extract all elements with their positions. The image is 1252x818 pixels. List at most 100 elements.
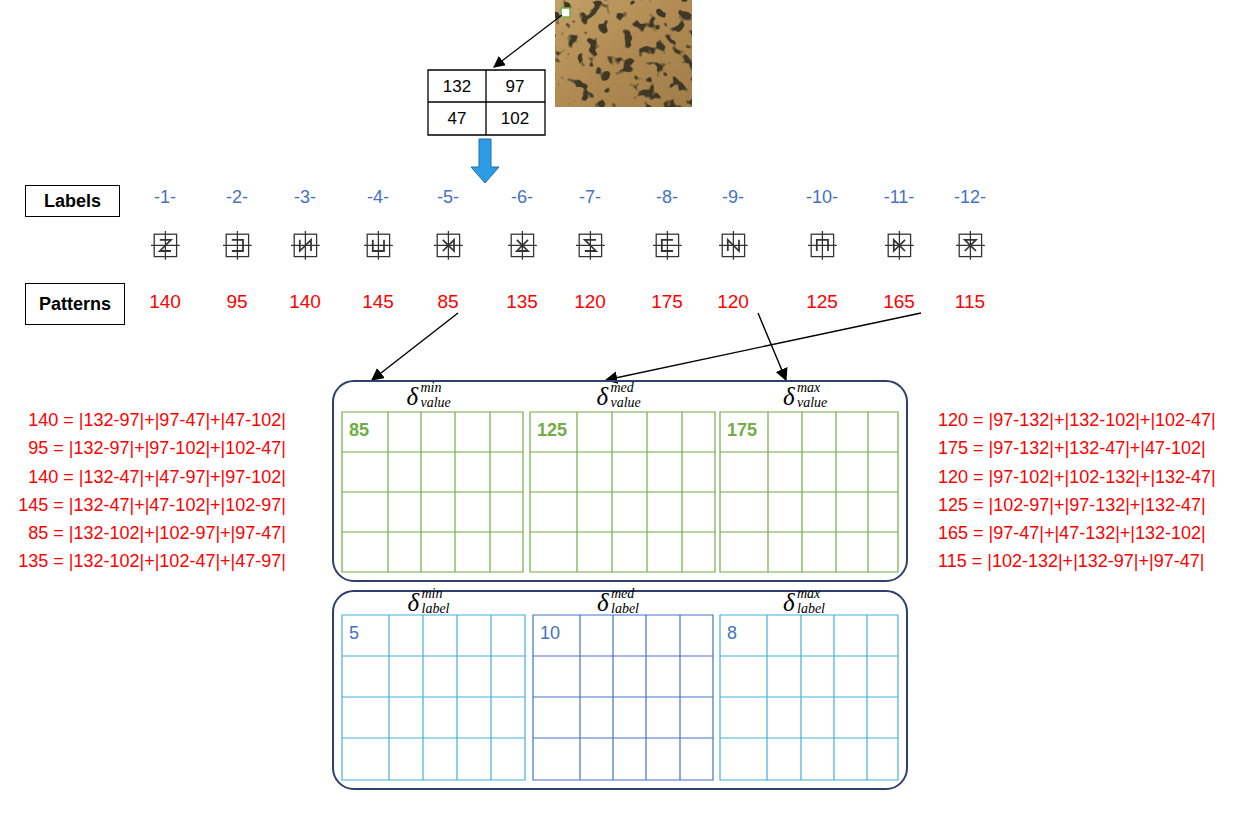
map-grid: δminvalue 85	[342, 384, 523, 572]
pattern-icon	[223, 231, 252, 260]
leader-arrow	[494, 15, 562, 67]
equation: 85 = |132-102|+|102-97|+|97-47|	[28, 524, 286, 542]
cell-value: 175	[727, 421, 757, 439]
equation: 135 = |132-102|+|102-47|+|47-97|	[18, 552, 286, 570]
pixel-window	[561, 8, 570, 17]
equation: 145 = |132-47|+|47-102|+|102-97|	[18, 496, 286, 514]
delta-symbol: δ	[783, 384, 795, 409]
pattern-label: -9-	[722, 188, 744, 206]
label-grid	[720, 615, 898, 780]
equation: 125 = |102-97|+|97-132|+|132-47|	[938, 496, 1206, 514]
pattern-value: 145	[362, 292, 394, 311]
pattern-value: 175	[651, 292, 683, 311]
table-cell: 47	[448, 110, 467, 127]
group-panel: δminvalue85δmedvalue125δmaxvalue175	[332, 380, 908, 582]
cell-value: 8	[727, 624, 737, 642]
pattern-value: 120	[574, 292, 606, 311]
pattern-icon	[291, 231, 320, 260]
leader-arrow	[758, 313, 786, 380]
pattern-value: 85	[437, 292, 458, 311]
equation: 165 = |97-47|+|47-132|+|132-102|	[938, 524, 1206, 542]
superscript: max	[797, 587, 820, 601]
subscript: value	[797, 396, 827, 410]
cell-value: 85	[349, 421, 369, 439]
equation: 175 = |97-132|+|132-47|+|47-102|	[938, 439, 1206, 457]
map-grid: δmaxlabel8	[720, 592, 898, 780]
map-grid: δmedlabel10	[533, 592, 713, 780]
pattern-value: 120	[717, 292, 749, 311]
pattern-icons	[151, 231, 985, 260]
title-box: Labels	[25, 185, 120, 217]
texture-speckles	[555, 0, 692, 107]
flow-arrow	[471, 139, 499, 183]
cell-value: 125	[537, 421, 567, 439]
map-grid: δminlabel5	[342, 592, 525, 780]
pattern-label: -5-	[437, 188, 459, 206]
table-cell: 97	[506, 78, 525, 95]
label-grids	[342, 615, 898, 780]
equation: 140 = |132-47|+|47-97|+|97-102|	[28, 468, 286, 486]
cell-value: 5	[349, 624, 359, 642]
map-grid: δmaxvalue 175	[720, 384, 898, 572]
subscript: label	[422, 602, 450, 616]
equation: 120 = |97-132|+|132-102|+|102-47|	[938, 411, 1216, 429]
pattern-icon	[885, 231, 914, 260]
superscript: med	[611, 587, 634, 601]
pattern-icon	[151, 231, 180, 260]
pattern-label: -2-	[226, 188, 248, 206]
group-panel: δminlabel5δmedlabel10δmaxlabel8	[332, 590, 908, 790]
superscript: max	[797, 381, 820, 395]
value-grid	[720, 412, 898, 572]
delta-symbol: δ	[597, 590, 609, 615]
label-grid	[342, 615, 525, 780]
pattern-value: 95	[226, 292, 247, 311]
value-grids	[342, 412, 898, 572]
pattern-icon	[434, 231, 463, 260]
pattern-icon	[508, 231, 537, 260]
subscript: value	[611, 396, 641, 410]
value-grid	[342, 412, 523, 572]
pattern-icon	[719, 231, 748, 260]
subscript: value	[421, 396, 451, 410]
pattern-value: 140	[149, 292, 181, 311]
box-title: Labels	[44, 192, 101, 210]
pattern-label: -7-	[579, 188, 601, 206]
label-grid	[533, 615, 713, 780]
equation: 140 = |132-97|+|97-47|+|47-102|	[28, 411, 286, 429]
pattern-icon	[808, 231, 837, 260]
subscript: label	[797, 602, 825, 616]
pattern-label: -4-	[367, 188, 389, 206]
pattern-icon	[576, 231, 605, 260]
delta-symbol: δ	[783, 590, 795, 615]
pattern-label: -10-	[806, 188, 838, 206]
pattern-label: -1-	[154, 188, 176, 206]
title-box: Patterns	[25, 283, 125, 325]
pattern-value: 140	[289, 292, 321, 311]
subscript: label	[611, 602, 639, 616]
superscript: med	[611, 381, 634, 395]
map-grid: δmedvalue 125	[530, 384, 715, 572]
pattern-value: 165	[883, 292, 915, 311]
equation: 120 = |97-102|+|102-132|+|132-47|	[938, 468, 1216, 486]
pattern-icon	[653, 231, 682, 260]
leader-arrows	[372, 313, 921, 380]
superscript: min	[421, 381, 442, 395]
pattern-value: 135	[506, 292, 538, 311]
pattern-label: -3-	[294, 188, 316, 206]
pattern-label: -12-	[954, 188, 986, 206]
table-cell: 132	[443, 78, 471, 95]
delta-symbol: δ	[597, 384, 609, 409]
delta-symbol: δ	[407, 384, 419, 409]
pattern-value: 115	[955, 292, 985, 311]
equation: 95 = |132-97|+|97-102|+|102-47|	[28, 439, 286, 457]
texture-image	[555, 0, 692, 107]
pattern-icon	[956, 231, 985, 260]
pattern-label: -11-	[884, 188, 915, 206]
cell-value: 10	[540, 624, 560, 642]
delta-symbol: δ	[408, 590, 420, 615]
pattern-value: 125	[806, 292, 838, 311]
equation: 115 = |102-132|+|132-97|+|97-47|	[938, 552, 1204, 570]
leader-arrow	[606, 313, 921, 380]
pixel-table	[428, 70, 545, 135]
